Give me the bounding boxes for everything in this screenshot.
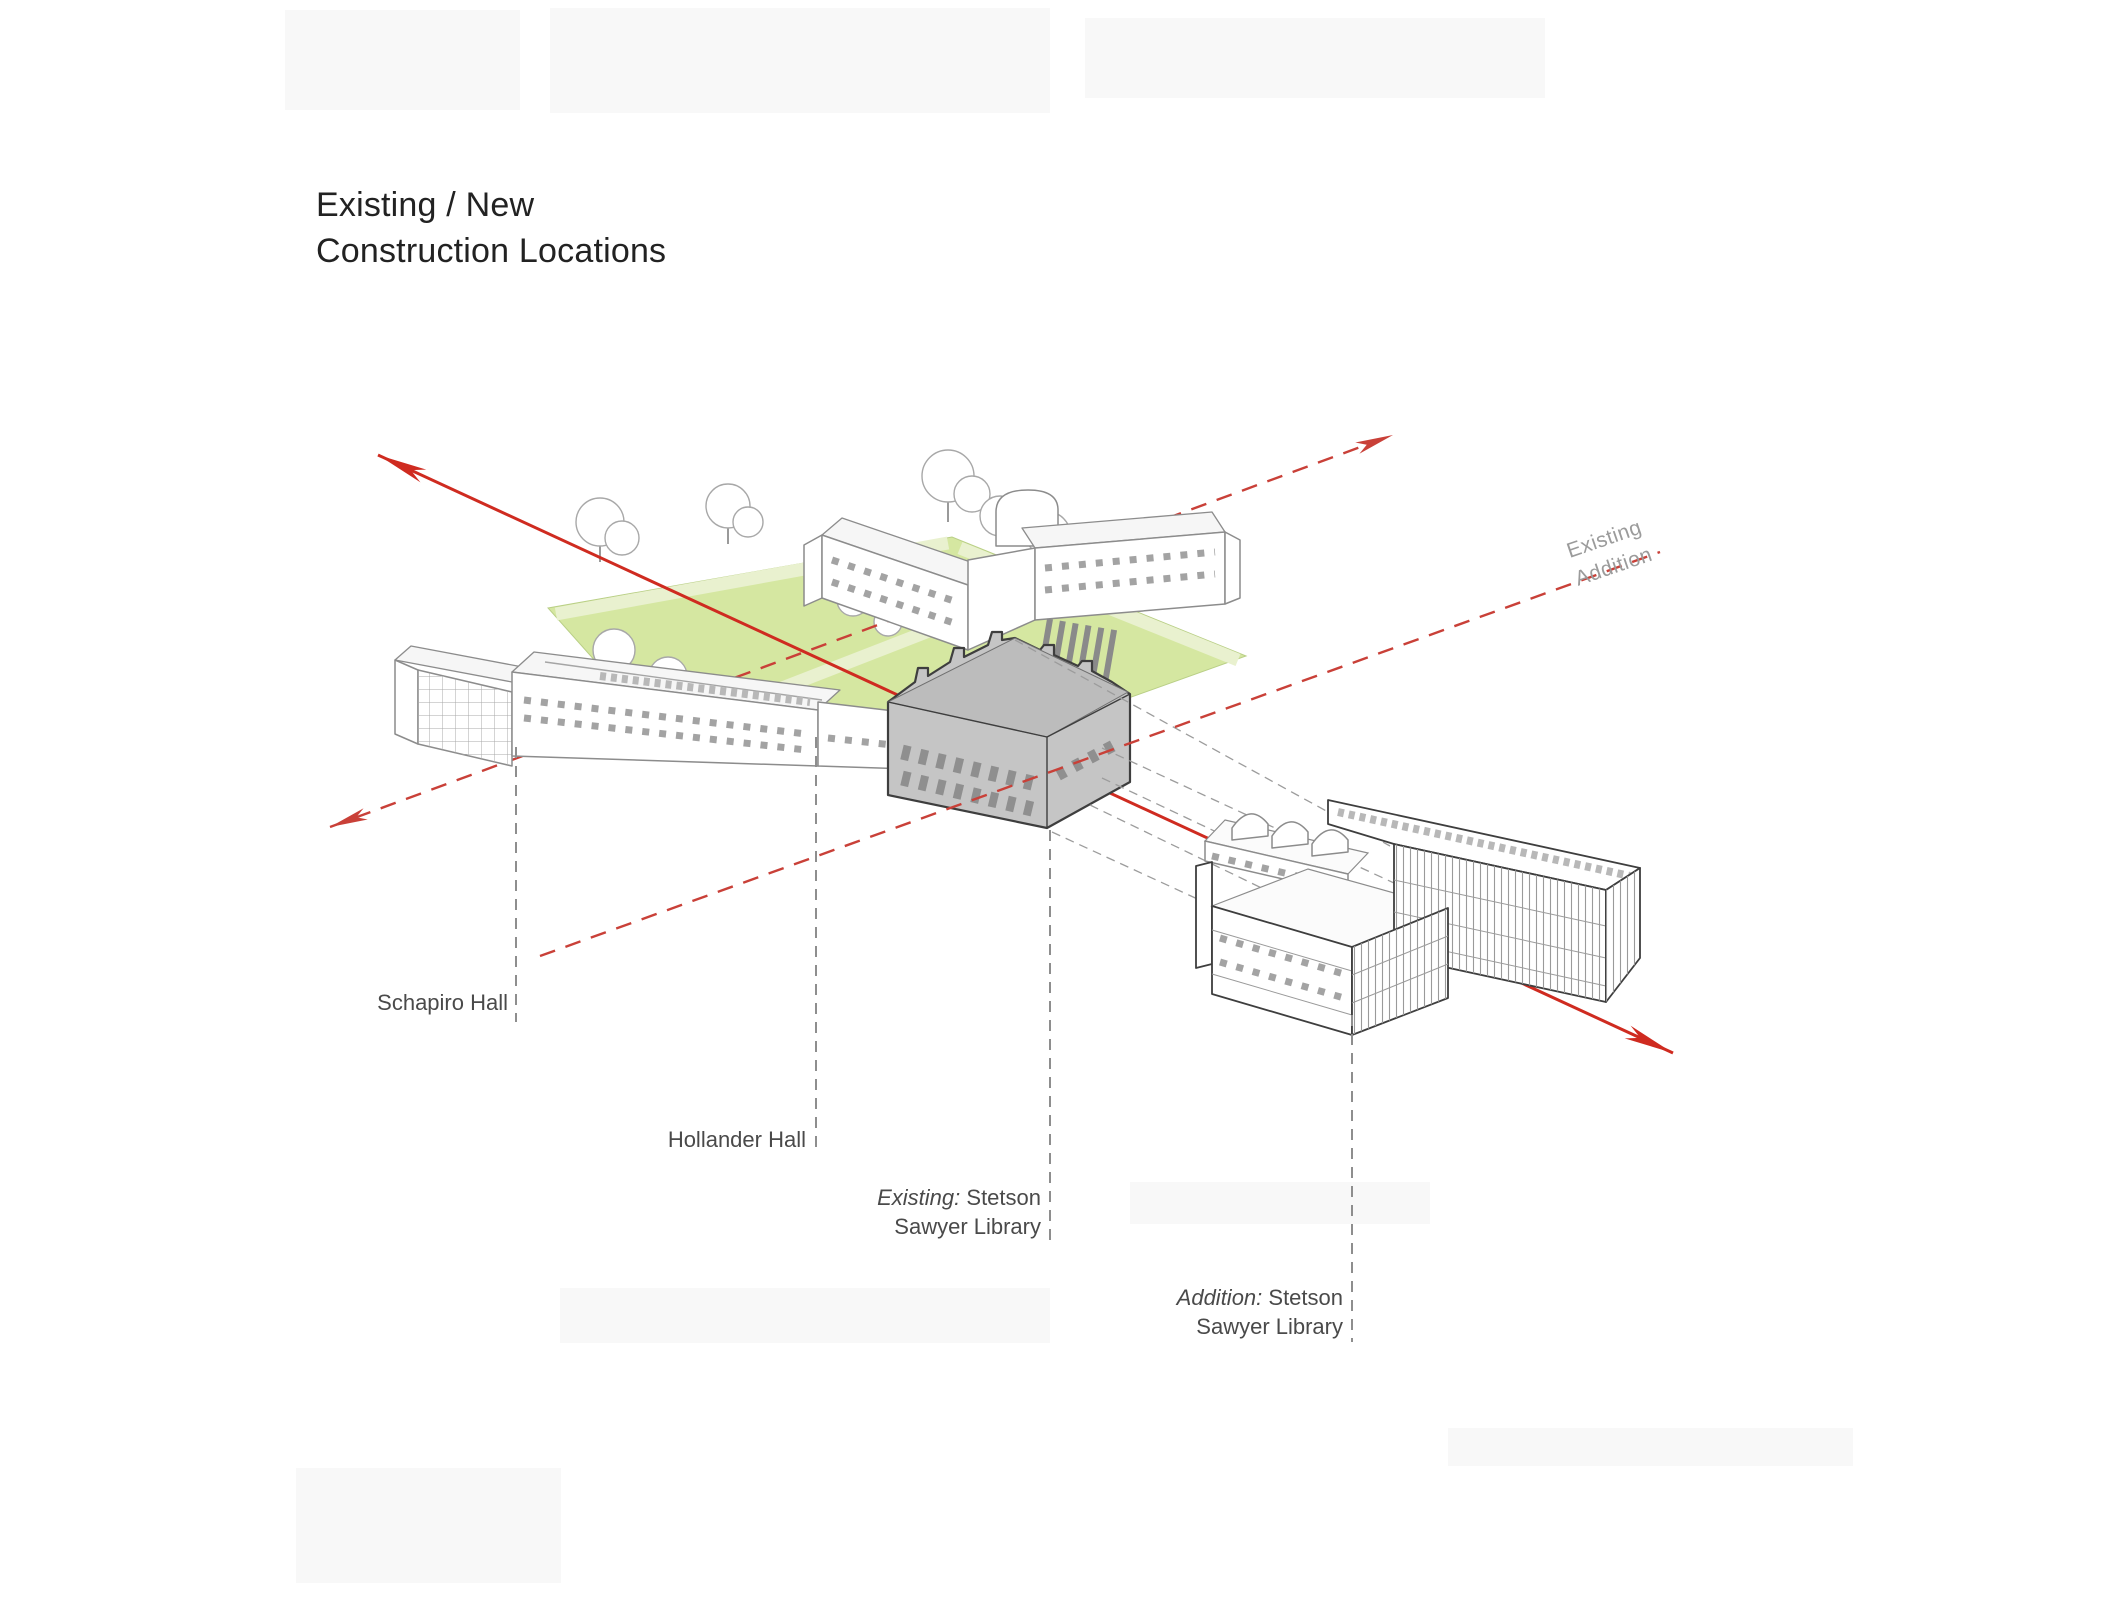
- label-addition-line2: Sawyer Library: [1196, 1314, 1343, 1339]
- addition-axis-dashed-line: [539, 550, 1661, 958]
- ghost-artifacts: [285, 8, 1853, 1583]
- label-hollander-hall: Hollander Hall: [667, 1127, 806, 1152]
- title-line2: Construction Locations: [316, 232, 667, 270]
- leader-lines: [515, 737, 1353, 1342]
- label-schapiro-hall: Schapiro Hall: [377, 990, 508, 1015]
- building-dormitory: [803, 489, 1241, 690]
- label-existing-library: Existing: Stetson Sawyer Library: [781, 1183, 1041, 1241]
- building-addition-library: [1195, 799, 1641, 1036]
- label-existing-rest: Stetson: [960, 1185, 1041, 1210]
- building-existing-library: [886, 630, 1132, 830]
- label-addition-prefix: Addition:: [1176, 1285, 1263, 1310]
- label-addition-rest: Stetson: [1262, 1285, 1343, 1310]
- building-schapiro-hall: [394, 645, 529, 767]
- label-existing-line2: Sawyer Library: [894, 1214, 1041, 1239]
- page-title: Existing / New Construction Locations: [316, 182, 666, 274]
- title-line1: Existing / New: [316, 186, 535, 224]
- label-addition-library: Addition: Stetson Sawyer Library: [1083, 1283, 1343, 1341]
- label-existing-prefix: Existing:: [877, 1185, 961, 1210]
